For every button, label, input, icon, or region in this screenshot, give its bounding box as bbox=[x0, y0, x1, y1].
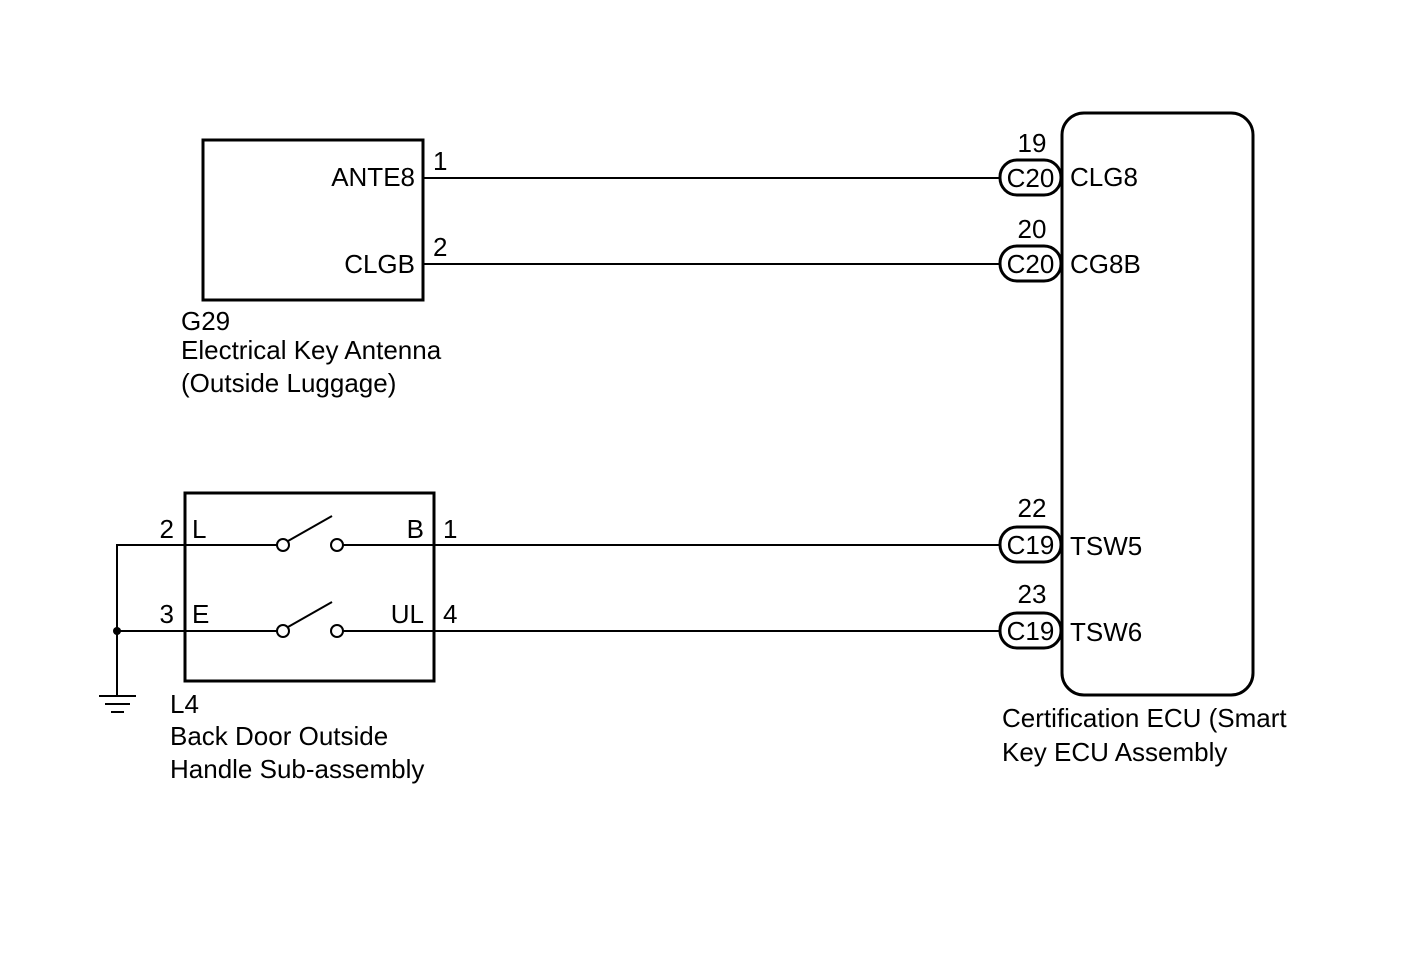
ecu-name-line1: Certification ECU (Smart bbox=[1002, 703, 1287, 733]
ground-junction-dot bbox=[113, 627, 121, 635]
antenna-pin2-label: CLGB bbox=[344, 249, 415, 279]
handle-pin-e-number: 3 bbox=[160, 599, 174, 629]
handle-pin-ul-number: 4 bbox=[443, 599, 457, 629]
antenna-name-line1: Electrical Key Antenna bbox=[181, 335, 442, 365]
ground-icon bbox=[99, 695, 136, 713]
handle-name-line2: Handle Sub-assembly bbox=[170, 754, 424, 784]
ecu-pin-label: TSW6 bbox=[1070, 617, 1142, 647]
ecu-connector-id: C19 bbox=[1007, 616, 1055, 646]
ecu-connector-id: C20 bbox=[1007, 163, 1055, 193]
switch1-blade bbox=[287, 515, 333, 542]
ecu-connector-id: C19 bbox=[1007, 530, 1055, 560]
handle-pin-e-label: E bbox=[192, 599, 209, 629]
antenna-connector-id: G29 bbox=[181, 306, 230, 336]
switch1-contact-right bbox=[330, 538, 344, 552]
wire-ground-l bbox=[116, 544, 185, 695]
antenna-name-line2: (Outside Luggage) bbox=[181, 368, 396, 398]
ecu-pin-number: 19 bbox=[1018, 128, 1047, 158]
handle-pin-l-label: L bbox=[192, 514, 206, 544]
ecu-pin-number: 22 bbox=[1018, 493, 1047, 523]
ecu-component-box bbox=[1060, 111, 1255, 697]
ecu-connector-badge bbox=[998, 244, 1063, 283]
ecu-pin-number: 23 bbox=[1018, 579, 1047, 609]
antenna-component-box bbox=[201, 138, 425, 302]
ecu-name-line2: Key ECU Assembly bbox=[1002, 737, 1227, 767]
switch2-contact-right bbox=[330, 624, 344, 638]
handle-pin-l-number: 2 bbox=[160, 514, 174, 544]
ecu-pin-label: CG8B bbox=[1070, 249, 1141, 279]
ecu-pin-number: 20 bbox=[1018, 214, 1047, 244]
ecu-connector-id: C20 bbox=[1007, 249, 1055, 279]
switch2-blade bbox=[287, 601, 333, 628]
handle-name-line1: Back Door Outside bbox=[170, 721, 388, 751]
antenna-pin2-number: 2 bbox=[433, 232, 447, 262]
ecu-connector-badge bbox=[998, 158, 1063, 197]
handle-pin-b-number: 1 bbox=[443, 514, 457, 544]
antenna-pin1-number: 1 bbox=[433, 146, 447, 176]
handle-pin-ul-label: UL bbox=[391, 599, 424, 629]
ecu-pin-label: TSW5 bbox=[1070, 531, 1142, 561]
ecu-pin-label: CLG8 bbox=[1070, 162, 1138, 192]
handle-connector-id: L4 bbox=[170, 689, 199, 719]
switch2-contact-left bbox=[276, 624, 290, 638]
switch1-contact-left bbox=[276, 538, 290, 552]
handle-pin-b-label: B bbox=[407, 514, 424, 544]
handle-component-box bbox=[183, 491, 436, 683]
antenna-pin1-label: ANTE8 bbox=[331, 162, 415, 192]
